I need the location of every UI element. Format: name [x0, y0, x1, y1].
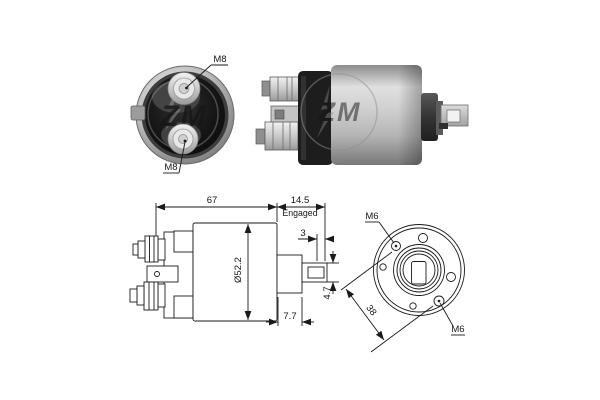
dim-length-label: 67 — [207, 195, 218, 206]
photo-terminal-top-bolt — [261, 76, 300, 102]
dim-hole-spacing-label: 38 — [363, 303, 378, 318]
side-photo: ZM — [255, 65, 469, 165]
end-labels: M6 M6 38 — [363, 211, 464, 335]
front-side-tab — [130, 105, 146, 121]
front-terminal-bottom — [167, 123, 199, 155]
end-core-ring-4 — [402, 253, 436, 287]
dim-diameter-label: Ø52.2 — [233, 257, 244, 283]
front-leader-bottom — [163, 139, 187, 174]
photo-plunger — [421, 93, 438, 141]
end-center-slot — [411, 261, 427, 285]
drawing-fork-slot — [307, 266, 325, 279]
drawing-plunger-collar — [276, 254, 303, 294]
photo-fork — [439, 104, 469, 129]
end-leader-bottom — [437, 299, 465, 336]
photo-cap — [298, 71, 333, 165]
front-view-photo: ZM M8 M8 — [130, 54, 235, 174]
dim-travel-label: 14.5 — [291, 195, 310, 206]
end-inner-rim — [376, 227, 462, 313]
end-outer-circle — [373, 224, 465, 316]
engaged-caption: Engaged — [282, 208, 317, 218]
end-core-ring-3 — [399, 250, 439, 290]
watermark-text: ZM — [318, 97, 362, 127]
dim-collar-label: 7.7 — [283, 311, 296, 322]
side-view-drawing: 67 14.5 Engaged 3 Ø52.2 4.7 7.7 — [129, 195, 339, 326]
end-dim-38 — [340, 251, 434, 353]
end-leader-top — [365, 221, 398, 248]
drawing-dimension-lines — [156, 203, 337, 326]
drawing-dimension-labels: 67 14.5 Engaged 3 Ø52.2 4.7 7.7 — [207, 195, 333, 322]
end-core-ring-2 — [396, 247, 442, 293]
dim-slot-label: 3 — [300, 228, 305, 239]
end-view-drawing: M6 M6 38 — [340, 211, 465, 353]
end-bolt-holes — [379, 233, 456, 310]
dim-fork-height-label: 4.7 — [322, 286, 333, 299]
end-core-ring-1 — [393, 244, 445, 296]
photo-cap-highlight — [301, 76, 306, 160]
front-terminal-top-label: M8 — [213, 54, 226, 65]
front-terminal-bottom-label: M8 — [164, 162, 177, 173]
photo-watermark: ZM — [300, 73, 378, 151]
front-leader-top — [185, 64, 228, 90]
watermark-circle — [300, 73, 378, 151]
photo-body-shade — [398, 65, 422, 165]
photo-plunger-collar — [436, 101, 443, 135]
end-hole-top-label: M6 — [365, 211, 378, 222]
drawing-cap-assembly — [129, 230, 194, 319]
end-hole-bottom-label: M6 — [451, 324, 464, 335]
photo-terminal-bottom-bolt — [255, 121, 299, 151]
front-terminal-top — [167, 72, 201, 105]
photo-spade-terminal — [270, 105, 301, 124]
